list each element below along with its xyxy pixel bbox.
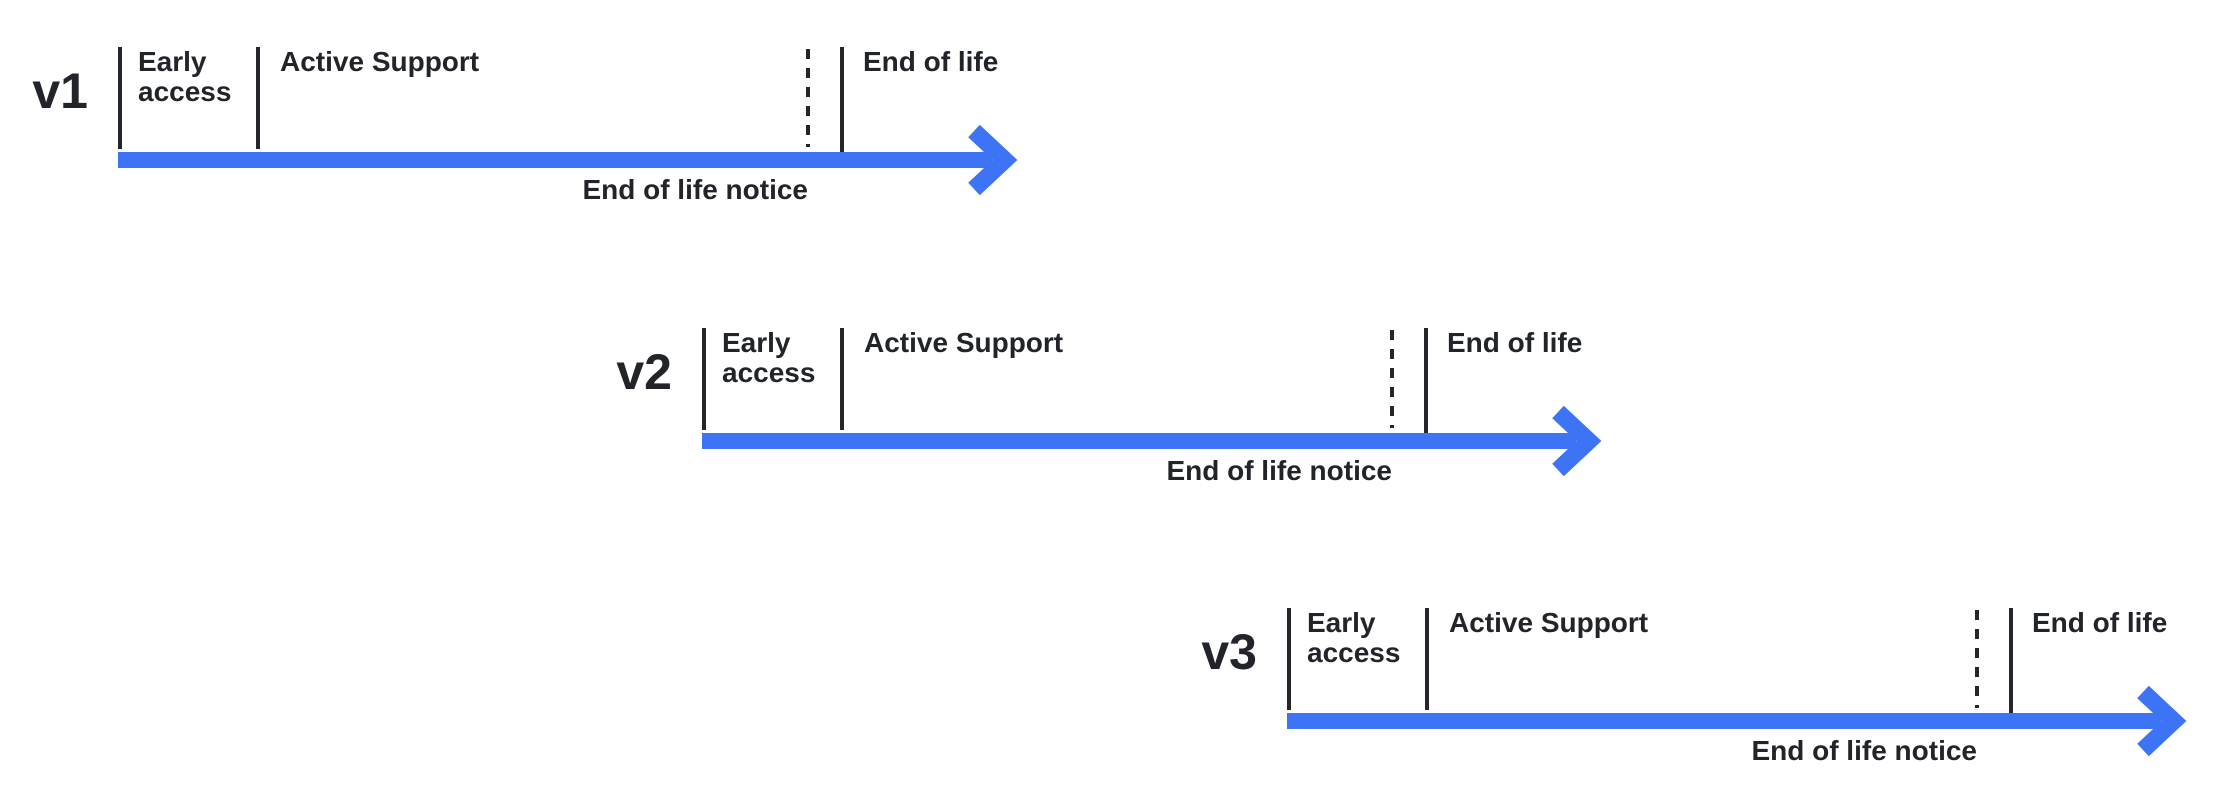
active-support-label: Active Support — [864, 327, 1064, 358]
end-of-life-label: End of life — [1447, 327, 1583, 358]
early-access-label: Early access — [722, 327, 816, 388]
version-label: v3 — [1201, 624, 1257, 680]
arrow-head-icon — [968, 124, 1018, 196]
timeline-v1: v1 Early access Active Support End of li… — [32, 46, 1038, 217]
early-access-label: Early access — [138, 46, 232, 107]
version-label: v1 — [32, 63, 88, 119]
timeline-arrow-graphic — [702, 328, 1602, 477]
version-label: v2 — [616, 344, 672, 400]
end-of-life-label: End of life — [2032, 607, 2168, 638]
timeline-v2: v2 Early access Active Support End of li… — [616, 327, 1622, 498]
arrow-head-icon — [1552, 405, 1602, 477]
timeline-arrow-graphic — [118, 47, 1018, 196]
arrow-head-icon — [2137, 685, 2187, 757]
active-support-label: Active Support — [280, 46, 480, 77]
end-of-life-notice-label: End of life notice — [1751, 735, 1977, 766]
timeline-v3: v3 Early access Active Support End of li… — [1201, 607, 2207, 778]
end-of-life-notice-label: End of life notice — [1166, 455, 1392, 486]
early-access-label: Early access — [1307, 607, 1401, 668]
active-support-label: Active Support — [1449, 607, 1649, 638]
end-of-life-notice-label: End of life notice — [582, 174, 808, 205]
end-of-life-label: End of life — [863, 46, 999, 77]
timeline-arrow-graphic — [1287, 608, 2187, 757]
